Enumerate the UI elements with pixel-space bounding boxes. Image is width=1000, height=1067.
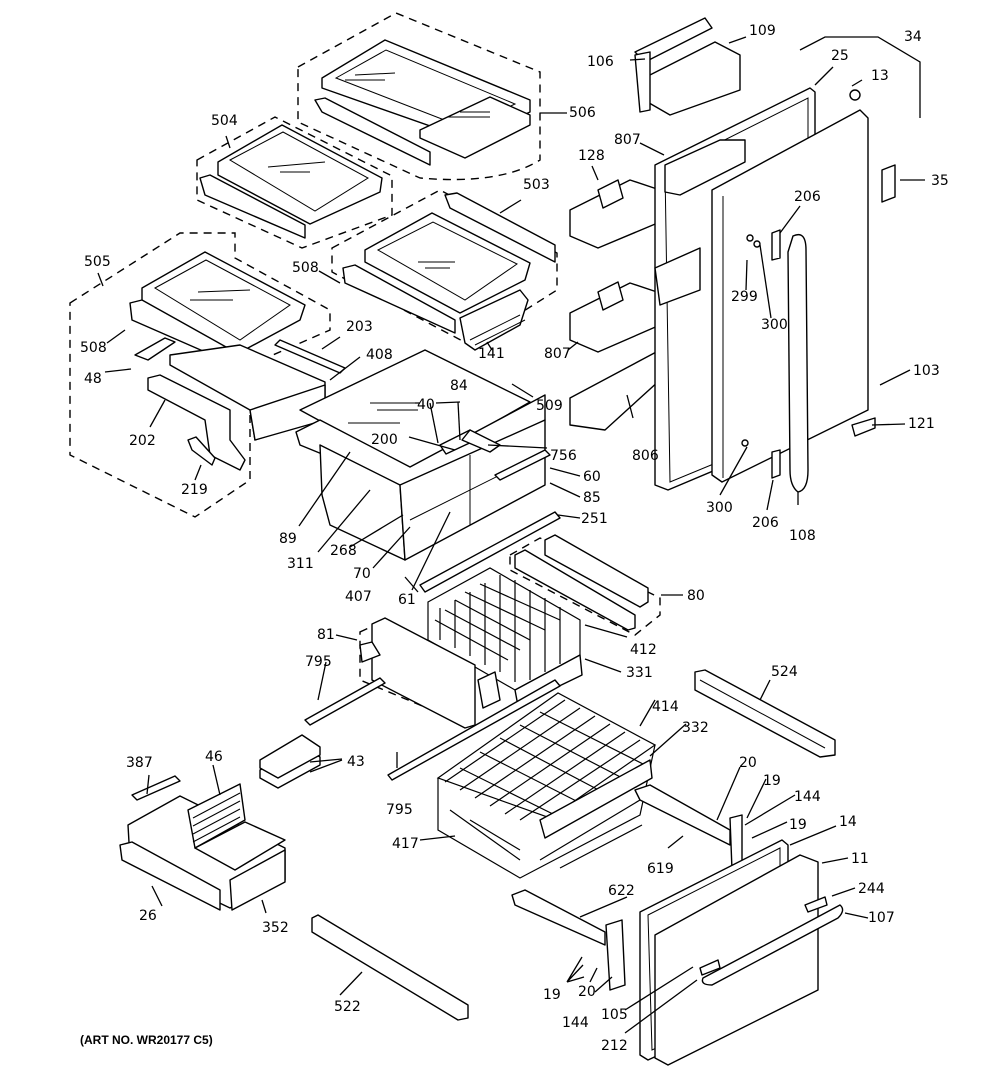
- callout-524: 524: [771, 664, 798, 680]
- callout-48: 48: [84, 371, 102, 387]
- callout-89: 89: [279, 531, 297, 547]
- callout-300-lower: 300: [706, 500, 733, 516]
- callout-80: 80: [687, 588, 705, 604]
- callout-70: 70: [353, 566, 371, 582]
- shelf-assembly-505: [69, 232, 331, 518]
- kick-plate-522: [311, 914, 469, 1021]
- callout-504: 504: [211, 113, 238, 129]
- callout-244: 244: [858, 881, 885, 897]
- callout-807-top: 807: [614, 132, 641, 148]
- callout-795-upper: 795: [305, 654, 332, 670]
- crisper-drawer-202: [134, 337, 346, 471]
- callout-121: 121: [908, 416, 935, 432]
- ice-bin-assembly: [119, 775, 286, 911]
- callout-13: 13: [871, 68, 889, 84]
- ice-trays-43: [259, 734, 321, 789]
- callout-35: 35: [931, 173, 949, 189]
- callout-807-lower: 807: [544, 346, 571, 362]
- callout-19-lower: 19: [543, 987, 561, 1003]
- callout-412: 412: [630, 642, 657, 658]
- deli-pan-assembly: [295, 349, 561, 593]
- freezer-door-11: [639, 839, 844, 1066]
- callout-203: 203: [346, 319, 373, 335]
- callout-200: 200: [371, 432, 398, 448]
- door-bin-806: [569, 349, 661, 431]
- callout-84: 84: [450, 378, 468, 394]
- callout-109: 109: [749, 23, 776, 39]
- callout-107: 107: [868, 910, 895, 926]
- callout-19-middle: 19: [789, 817, 807, 833]
- callout-46: 46: [205, 749, 223, 765]
- rail-524: [694, 669, 836, 758]
- callout-141: 141: [478, 346, 505, 362]
- callout-206-lower: 206: [752, 515, 779, 531]
- callout-619: 619: [647, 861, 674, 877]
- callout-417: 417: [392, 836, 419, 852]
- callout-219: 219: [181, 482, 208, 498]
- callout-332: 332: [682, 720, 709, 736]
- door-bin-807: [569, 281, 661, 353]
- callout-795-lower: 795: [386, 802, 413, 818]
- callout-144-lower: 144: [562, 1015, 589, 1031]
- callout-20-upper: 20: [739, 755, 757, 771]
- freezer-slide-622: [511, 889, 626, 991]
- art-number: (ART NO. WR20177 C5): [80, 1033, 213, 1047]
- callout-506: 506: [569, 105, 596, 121]
- callout-387: 387: [126, 755, 153, 771]
- callout-14: 14: [839, 814, 857, 830]
- callout-522: 522: [334, 999, 361, 1015]
- callout-299: 299: [731, 289, 758, 305]
- callout-251: 251: [581, 511, 608, 527]
- callout-311: 311: [287, 556, 314, 572]
- callout-806: 806: [632, 448, 659, 464]
- callout-756: 756: [550, 448, 577, 464]
- callout-352: 352: [262, 920, 289, 936]
- callout-408: 408: [366, 347, 393, 363]
- shelf-assembly-503: [331, 189, 558, 351]
- callout-508-middle: 508: [292, 260, 319, 276]
- callout-508-left: 508: [80, 340, 107, 356]
- callout-414: 414: [652, 699, 679, 715]
- callout-81: 81: [317, 627, 335, 643]
- callout-40: 40: [417, 397, 435, 413]
- callout-105: 105: [601, 1007, 628, 1023]
- callout-103: 103: [913, 363, 940, 379]
- callout-331: 331: [626, 665, 653, 681]
- callout-268: 268: [330, 543, 357, 559]
- callout-43: 43: [347, 754, 365, 770]
- shelf-assembly-506: [297, 12, 541, 181]
- fresh-food-door-34: [711, 89, 896, 493]
- shelf-504: [196, 116, 393, 249]
- callout-61: 61: [398, 592, 416, 608]
- callout-622: 622: [608, 883, 635, 899]
- callout-407: 407: [345, 589, 372, 605]
- callout-108: 108: [789, 528, 816, 544]
- callout-128: 128: [578, 148, 605, 164]
- callout-labels: 106 109 34 25 13 506 504 807 128 35 503 …: [80, 23, 949, 1054]
- callout-20-lower: 20: [578, 984, 596, 1000]
- callout-60: 60: [583, 469, 601, 485]
- leader-lines: [97, 36, 925, 1034]
- door-bin-128: [569, 179, 661, 249]
- callout-26: 26: [139, 908, 157, 924]
- callout-11: 11: [851, 851, 869, 867]
- callout-25: 25: [831, 48, 849, 64]
- freezer-divider-81: [304, 617, 561, 781]
- callout-202: 202: [129, 433, 156, 449]
- door-bin-109: [634, 17, 741, 116]
- callout-34: 34: [904, 29, 922, 45]
- rail-80: [509, 534, 661, 636]
- callout-509: 509: [536, 398, 563, 414]
- callout-212: 212: [601, 1038, 628, 1054]
- callout-19-upper: 19: [763, 773, 781, 789]
- callout-300-upper: 300: [761, 317, 788, 333]
- callout-144-upper: 144: [794, 789, 821, 805]
- callout-85: 85: [583, 490, 601, 506]
- callout-505: 505: [84, 254, 111, 270]
- callout-503: 503: [523, 177, 550, 193]
- callout-106: 106: [587, 54, 614, 70]
- callout-206-upper: 206: [794, 189, 821, 205]
